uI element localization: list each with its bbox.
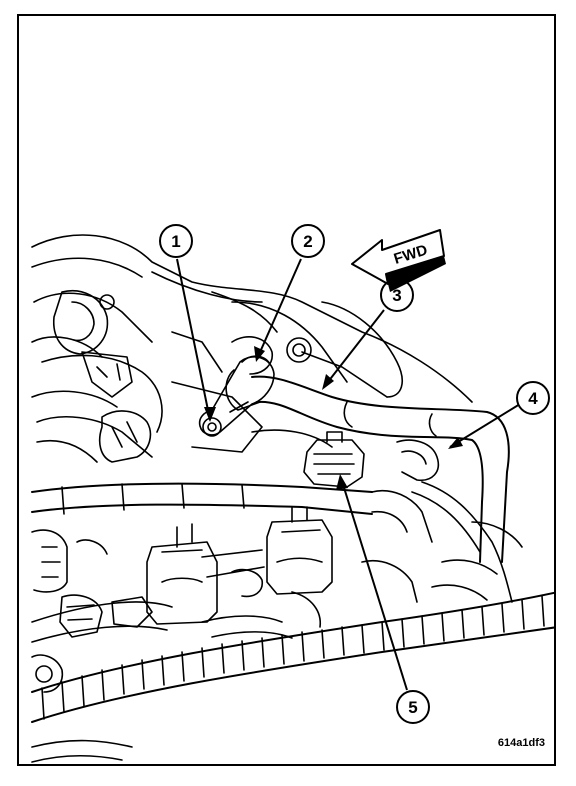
- arrowhead-3: [322, 374, 334, 390]
- arrowhead-2: [254, 346, 265, 362]
- fuel-rail: [31, 482, 373, 515]
- callout-2: 2: [291, 224, 325, 258]
- callout-5: 5: [396, 690, 430, 724]
- leader-lines: [176, 258, 521, 691]
- callout-4-label: 4: [528, 389, 538, 408]
- leader-line-1: [176, 258, 211, 421]
- callout-2-label: 2: [303, 232, 312, 251]
- arrowhead-1: [204, 407, 216, 422]
- left-components: [31, 521, 523, 693]
- arrowhead-4: [448, 437, 463, 449]
- leader-line-4: [449, 403, 521, 448]
- throttle-area: [371, 439, 513, 603]
- bolt: [202, 417, 222, 437]
- callout-5-label: 5: [408, 698, 417, 717]
- engine-background: [31, 234, 473, 463]
- callout-1: 1: [159, 224, 193, 258]
- engine-illustration: 1 2 3 4 5 FWD 614a1df3: [31, 224, 554, 763]
- leader-line-2: [256, 258, 302, 360]
- arrowhead-5: [336, 474, 348, 490]
- callout-3-label: 3: [392, 286, 401, 305]
- leader-line-3: [323, 309, 385, 388]
- figure-frame: 1 2 3 4 5 FWD 614a1df3: [17, 14, 556, 766]
- callout-1-label: 1: [171, 232, 180, 251]
- electrical-connector: [303, 431, 365, 488]
- callout-4: 4: [516, 381, 550, 415]
- callouts: 1 2 3 4 5: [159, 224, 550, 724]
- leader-line-5: [340, 477, 408, 691]
- leader-arrowheads: [204, 346, 463, 490]
- wiring-harness: [31, 560, 554, 763]
- figure-code: 614a1df3: [498, 737, 545, 749]
- ignition-coils: [146, 506, 333, 625]
- fwd-arrow: FWD: [351, 229, 446, 292]
